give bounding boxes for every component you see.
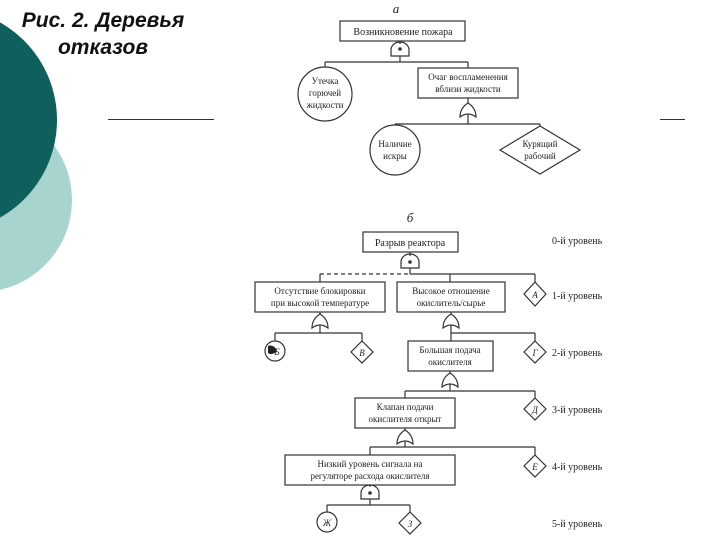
event-low-signal-line2: регуляторе расхода окислителя	[310, 471, 429, 481]
level-1: 1-й уровень	[552, 291, 603, 302]
event-leak-line1: Утечка	[312, 76, 339, 86]
event-leak	[297, 66, 353, 122]
event-high-feed-line2: окислителя	[428, 357, 472, 367]
event-valve-line1: Клапан подачи	[377, 402, 434, 412]
event-fire-label: Возникновение пожара	[353, 27, 453, 38]
letter-Zh: Ж	[322, 518, 332, 528]
event-spark-line2: искры	[383, 151, 407, 161]
slide-title-line1: Рис. 2. Деревья	[21, 9, 185, 32]
event-valve-line2: окислителя открыт	[369, 414, 442, 424]
level-3: 3-й уровень	[552, 405, 603, 416]
event-circle-B	[264, 340, 286, 362]
event-diamond-E	[523, 454, 547, 478]
event-no-lockout-line2: при высокой температуре	[271, 298, 369, 308]
slide-title: Рис. 2. Деревья отказов	[8, 7, 198, 61]
event-ignition-line2: вблизи жидкости	[435, 84, 501, 94]
level-0: 0-й уровень	[552, 236, 603, 247]
event-low-signal-line1: Низкий уровень сигнала на	[318, 459, 423, 469]
event-diamond-A	[523, 281, 547, 307]
event-smoker	[498, 125, 582, 175]
label-a: а	[393, 1, 400, 16]
letter-V: В	[359, 348, 365, 358]
event-high-ratio-line2: окислитель/сырье	[417, 298, 486, 308]
letter-Z: З	[408, 519, 413, 529]
level-2: 2-й уровень	[552, 348, 603, 359]
event-ignition-line1: Очаг воспламенения	[428, 72, 507, 82]
event-circle-Zh	[316, 511, 338, 533]
letter-G: Г	[531, 348, 538, 358]
event-diamond-V	[350, 340, 374, 364]
event-high-ratio-line1: Высокое отношение	[412, 286, 490, 296]
event-no-lockout-line1: Отсутствие блокировки	[274, 286, 365, 296]
and-gate-a	[390, 41, 410, 57]
and-gate-b0	[400, 253, 420, 269]
event-spark-line1: Наличие	[378, 139, 411, 149]
event-diamond-G	[523, 340, 547, 364]
fault-tree-b: б Разрыв реактора Отсутствие блокировки …	[254, 210, 603, 535]
divider-right	[660, 119, 685, 120]
letter-D: Д	[531, 405, 539, 415]
event-leak-line3: жидкости	[306, 100, 344, 110]
event-spark	[369, 124, 421, 176]
event-leak-line2: горючей	[309, 88, 341, 98]
label-b: б	[407, 210, 414, 225]
letter-E: Е	[531, 462, 538, 472]
divider-left	[108, 119, 214, 120]
letter-A: А	[531, 290, 538, 300]
event-rupture-label: Разрыв реактора	[375, 238, 446, 249]
level-4: 4-й уровень	[552, 462, 603, 473]
letter-B: Б	[273, 347, 280, 357]
event-smoker-line2: рабочий	[524, 151, 556, 161]
event-smoker-line1: Курящий	[522, 139, 557, 149]
event-fire	[339, 20, 466, 42]
level-5: 5-й уровень	[552, 519, 603, 530]
decorative-shapes	[0, 22, 72, 290]
event-diamond-Z	[398, 511, 422, 535]
event-high-feed-line1: Большая подача	[419, 345, 480, 355]
and-gate-b4	[360, 484, 380, 500]
slide-title-line2: отказов	[57, 36, 149, 59]
event-diamond-D	[523, 397, 547, 421]
fault-tree-a: а Возникновение пожара Утечка горючей жи…	[297, 1, 582, 176]
